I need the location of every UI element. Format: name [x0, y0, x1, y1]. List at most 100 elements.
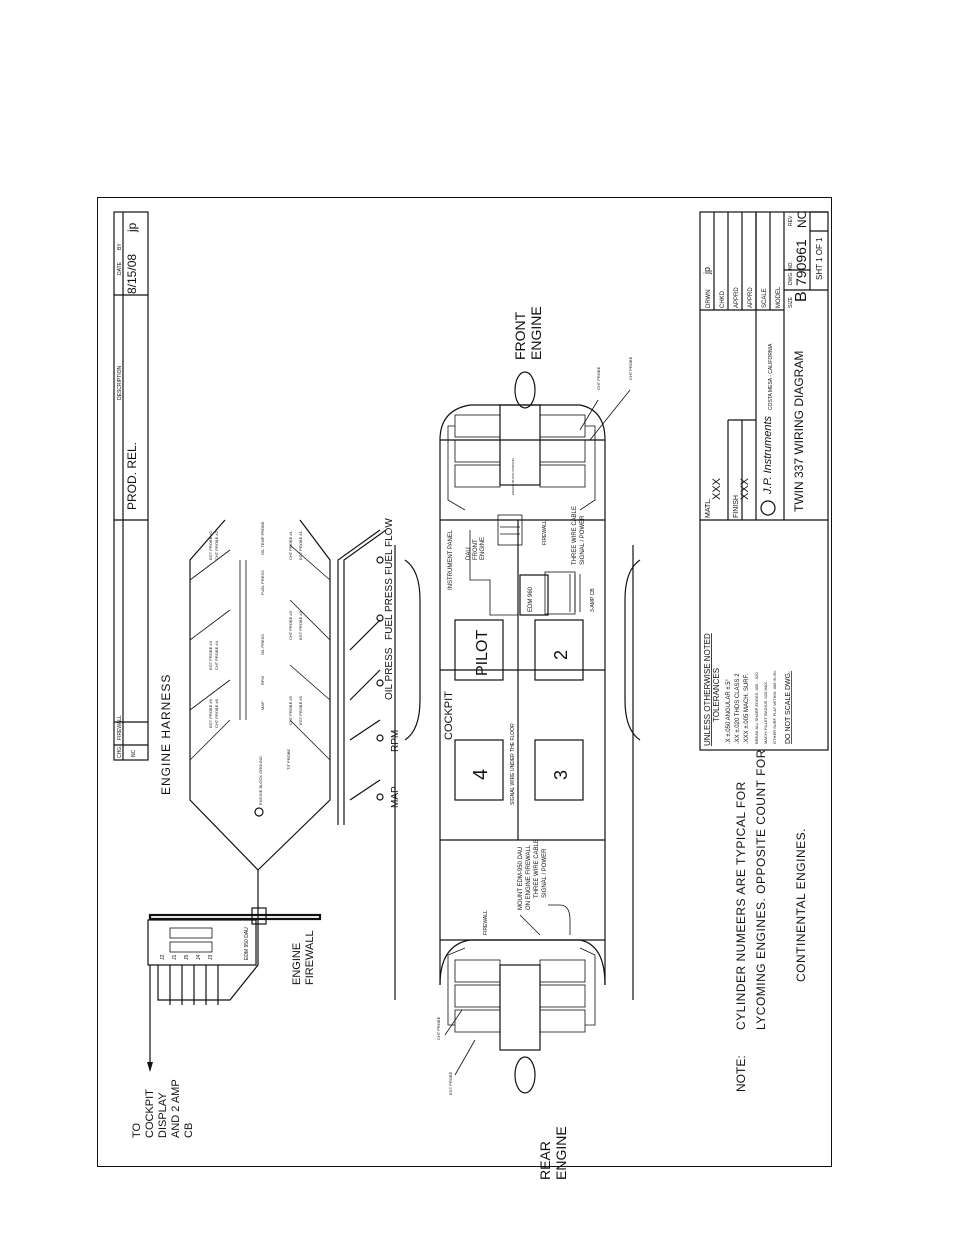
- note-line-3: CONTINENTAL ENGINES.: [794, 828, 808, 982]
- probe-fuel-press: FUEL PRESS: [260, 570, 265, 595]
- probe-egt-1: EGT PROBE #1: [298, 530, 303, 560]
- seat-pilot: [454, 619, 504, 681]
- to-cockpit-1: TO: [131, 1122, 143, 1138]
- front-engine-label-2: ENGINE: [528, 306, 544, 360]
- dwg-value: 790961: [793, 239, 809, 286]
- scale-label: SCALE: [762, 288, 768, 308]
- svg-text:REARENGINE: REARENGINE: [537, 1126, 569, 1180]
- apprd-label-2: APPRD: [748, 287, 754, 308]
- to-cockpit-5: CB: [183, 1123, 195, 1138]
- svg-text:ENGINEFIREWALL: ENGINEFIREWALL: [291, 930, 316, 985]
- instrument-panel-label: INSTRUMENT PANEL: [448, 529, 454, 590]
- drawing-sheet-border: [97, 197, 832, 1167]
- harness-title: ENGINE HARNESS: [159, 674, 173, 795]
- title-block: DRWN jp CHKD APPRD APPRD SCALE MODEL SIZ…: [699, 210, 829, 751]
- dwg-label: DWG. NO.: [788, 261, 794, 285]
- probe-egt-3: EGT PROBE #3: [298, 610, 303, 640]
- probe-map: MAP: [260, 701, 265, 710]
- matl-value: XXX: [711, 477, 723, 500]
- tolerances-subtitle: TOLERANCES: [712, 668, 721, 722]
- finish-value: XXX: [739, 477, 751, 500]
- firewall-rear-label: FIREWALL: [483, 910, 489, 935]
- rev-header-by: BY: [117, 243, 123, 250]
- probe-cht-1: CHT PROBE #1: [288, 530, 293, 560]
- rev-label: REV: [788, 215, 794, 226]
- harness-dau-label: EDM 950 DAU: [244, 927, 250, 960]
- rear-cht-probe: CHT PROBE: [436, 1016, 441, 1040]
- seat-pilot-label: PILOT: [474, 630, 491, 676]
- rev-by: jp: [125, 222, 139, 233]
- svg-text:DAUFRONTENGINE: DAUFRONTENGINE: [466, 537, 486, 560]
- three-wire-front-1: THREE WIRE CABLE: [572, 506, 578, 565]
- rear-engine-label-2: ENGINE: [553, 1126, 569, 1180]
- probe-egt-6: EGT PROBE #6: [208, 698, 213, 728]
- to-cockpit-3: DISPLAY: [157, 1092, 169, 1138]
- block-ground-label: ENGINE BLOCK GROUND: [258, 756, 263, 805]
- firewall-label-1: ENGINE: [291, 943, 303, 985]
- rear-engine-label-1: REAR: [537, 1141, 553, 1180]
- probe-oil-temp: OIL TEMP PROBE: [260, 521, 265, 555]
- probe-rpm: RPM: [260, 676, 265, 685]
- tol-line-3: .XXX ±.005 MACH. SURF.: [744, 673, 750, 744]
- finish-label: FINISH: [733, 495, 740, 518]
- company-location: COSTA MESA - CALIFORNIA: [768, 343, 774, 410]
- three-wire-front-2: SIGNAL / POWER: [580, 515, 586, 565]
- size-label: SIZE: [788, 296, 794, 308]
- to-cockpit-4: AND 2 AMP: [170, 1079, 182, 1138]
- svg-text:TOCOCKPITDISPLAYAND 2 AMPCB: TOCOCKPITDISPLAYAND 2 AMPCB: [131, 1079, 195, 1138]
- front-block-ground: ENGINE BLOCK GROUND: [511, 457, 515, 495]
- rev-date: 8/15/08: [125, 254, 139, 294]
- drawing-title: TWIN 337 WIRING DIAGRAM: [792, 351, 806, 512]
- seat-3: [534, 739, 584, 801]
- front-propeller-spinner: [514, 371, 536, 409]
- connector-j2: J2: [160, 955, 166, 961]
- note-small-2: MACH. FILLET RADIUS .020 MAX.: [763, 681, 768, 744]
- firewall-label-2: FIREWALL: [304, 930, 316, 985]
- to-cockpit-2: COCKPIT: [144, 1089, 156, 1138]
- model-label: MODEL: [776, 286, 782, 308]
- seat-4-label: 4: [470, 769, 492, 780]
- tol-line-2: .XX ±.020 THDS CLASS 2: [735, 673, 741, 744]
- rear-engine-block: [499, 964, 541, 1051]
- drwn-value: jp: [702, 267, 712, 275]
- front-egt-probe: CHT PROBE: [628, 356, 633, 380]
- company-logo: [760, 500, 776, 516]
- sensor-fuel-press: FUEL PRESS: [384, 578, 395, 640]
- three-wire-rear-1: THREE WIRE CABLE: [534, 839, 540, 898]
- seat-2-label: 2: [551, 650, 571, 660]
- three-wire-rear-2: SIGNAL / POWER: [542, 848, 548, 898]
- chkd-label: CHKD: [720, 290, 726, 308]
- edm960-label: EDM 960: [528, 586, 534, 612]
- tit-probe-label: TIT PROBE: [286, 749, 291, 770]
- probe-cht-4: CHT PROBE #4: [214, 640, 219, 670]
- connector-j1: J1: [172, 955, 178, 961]
- rev-chg: NC: [131, 749, 137, 757]
- dau-front-3: ENGINE: [480, 537, 486, 560]
- tol-line-1: .X ±.050 ANGULAR ±.5°: [726, 678, 732, 744]
- note-small-3: OTHER SURF. FLAT WITHIN .005 IN./IN.: [772, 670, 777, 744]
- seat-2: [534, 619, 584, 681]
- firewall-front-label: FIREWALL: [542, 520, 548, 545]
- svg-text:FRONTENGINE: FRONTENGINE: [512, 306, 544, 360]
- sheet-label: SHT 1 OF 1: [815, 237, 824, 280]
- sensor-oil-press: OIL PRESS: [384, 647, 395, 700]
- cockpit-label: COCKPIT: [443, 691, 455, 740]
- size-value: B: [793, 291, 810, 302]
- rev-header-chg: CHG.: [117, 746, 123, 759]
- note-line-1: CYLINDER NUMEERS ARE TYPICAL FOR: [734, 781, 748, 1030]
- connector-j3: J3: [208, 955, 214, 961]
- revision-block: BY DATE DESCRIPTION FIREWALL CHG. jp 8/1…: [113, 211, 149, 761]
- dau-front-2: FRONT: [473, 539, 479, 560]
- rev-value: NC: [795, 210, 809, 228]
- rear-propeller-spinner: [514, 1056, 536, 1094]
- mount-dau-2: ON ENGINE FIREWALL: [526, 844, 532, 910]
- front-cht-probe: CHT PROBE: [596, 366, 601, 390]
- matl-label: MATL.: [705, 498, 712, 518]
- seat-4: [454, 739, 504, 801]
- connector-j4: J4: [196, 955, 202, 961]
- note-line-2: LYCOMING ENGINES. OPPOSITE COUNT FOR: [754, 749, 768, 1030]
- rev-description: PROD. REL.: [125, 442, 139, 510]
- tolerances-title: UNLESS OTHERWISE NOTED: [703, 633, 712, 746]
- front-engine-label-1: FRONT: [512, 311, 528, 360]
